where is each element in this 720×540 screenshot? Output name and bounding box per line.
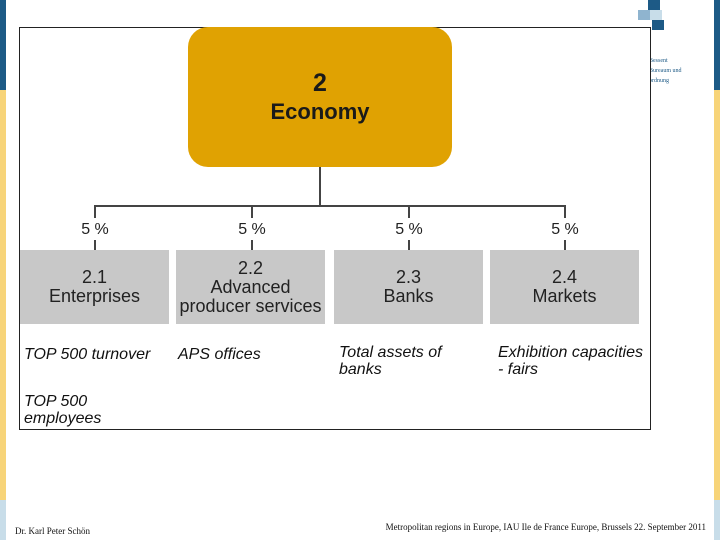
markets-box: 2.4 Markets xyxy=(490,250,639,324)
box-label: Markets xyxy=(532,286,597,306)
box-number: 2.3 xyxy=(395,267,422,287)
weight-label: 5 % xyxy=(395,221,423,238)
economy-number: 2 xyxy=(313,69,327,97)
indicator-text: Total assets of banks xyxy=(339,344,442,378)
indicator-text: Exhibition capacities - fairs xyxy=(498,344,643,378)
enterprises-box: 2.1 Enterprises xyxy=(20,250,169,324)
economy-box: 2 Economy xyxy=(188,27,452,167)
branch-connector xyxy=(564,205,566,218)
branch-connector xyxy=(94,240,96,250)
branch-connector xyxy=(251,205,253,218)
horizontal-connector xyxy=(94,205,566,207)
indicator-line: banks xyxy=(339,361,382,378)
indicator-line: TOP 500 xyxy=(24,393,88,410)
box-label: Enterprises xyxy=(48,286,141,306)
weight-label: 5 % xyxy=(81,221,109,238)
branch-connector xyxy=(564,240,566,250)
branch-connector xyxy=(408,240,410,250)
box-label: producer services xyxy=(179,295,322,316)
footer-author: Dr. Karl Peter Schön xyxy=(15,526,90,536)
indicator-line: Exhibition capacities xyxy=(498,344,643,361)
side-text-line: ordnung xyxy=(649,78,669,84)
weight-label: 5 % xyxy=(551,221,579,238)
indicator-text: APS offices xyxy=(178,346,261,363)
right-edge-bar xyxy=(714,0,720,540)
banks-box: 2.3 Banks xyxy=(334,250,483,324)
box-number: 2.4 xyxy=(551,267,578,287)
indicator-line: - fairs xyxy=(498,361,538,378)
branch-connector xyxy=(251,240,253,250)
indicator-line: APS offices xyxy=(178,346,261,363)
branch-connector xyxy=(408,205,410,218)
left-edge-bar xyxy=(0,0,6,540)
branch-connector xyxy=(94,205,96,218)
advanced-producer-services-box: 2.2 Advanced producer services xyxy=(176,250,325,324)
box-number: 2.2 xyxy=(237,257,264,278)
indicator-line: TOP 500 turnover xyxy=(24,346,151,363)
side-text: Bessent Bureaum und ordnung xyxy=(649,56,682,86)
side-text-line: Bessent xyxy=(649,58,668,64)
indicator-line: Total assets of xyxy=(339,344,442,361)
economy-title: Economy xyxy=(270,99,370,124)
footer-event: Metropolitan regions in Europe, IAU Ile … xyxy=(385,522,706,532)
side-text-line: Bureaum und xyxy=(649,68,682,74)
indicator-text: TOP 500 employees xyxy=(24,393,101,427)
trunk-connector xyxy=(319,167,321,206)
logo-icon xyxy=(638,0,670,30)
box-number: 2.1 xyxy=(81,267,108,287)
weight-label: 5 % xyxy=(238,221,266,238)
indicator-text: TOP 500 turnover xyxy=(24,346,150,363)
indicator-line: employees xyxy=(24,410,102,427)
box-label: Advanced xyxy=(210,276,291,297)
box-label: Banks xyxy=(383,286,434,306)
